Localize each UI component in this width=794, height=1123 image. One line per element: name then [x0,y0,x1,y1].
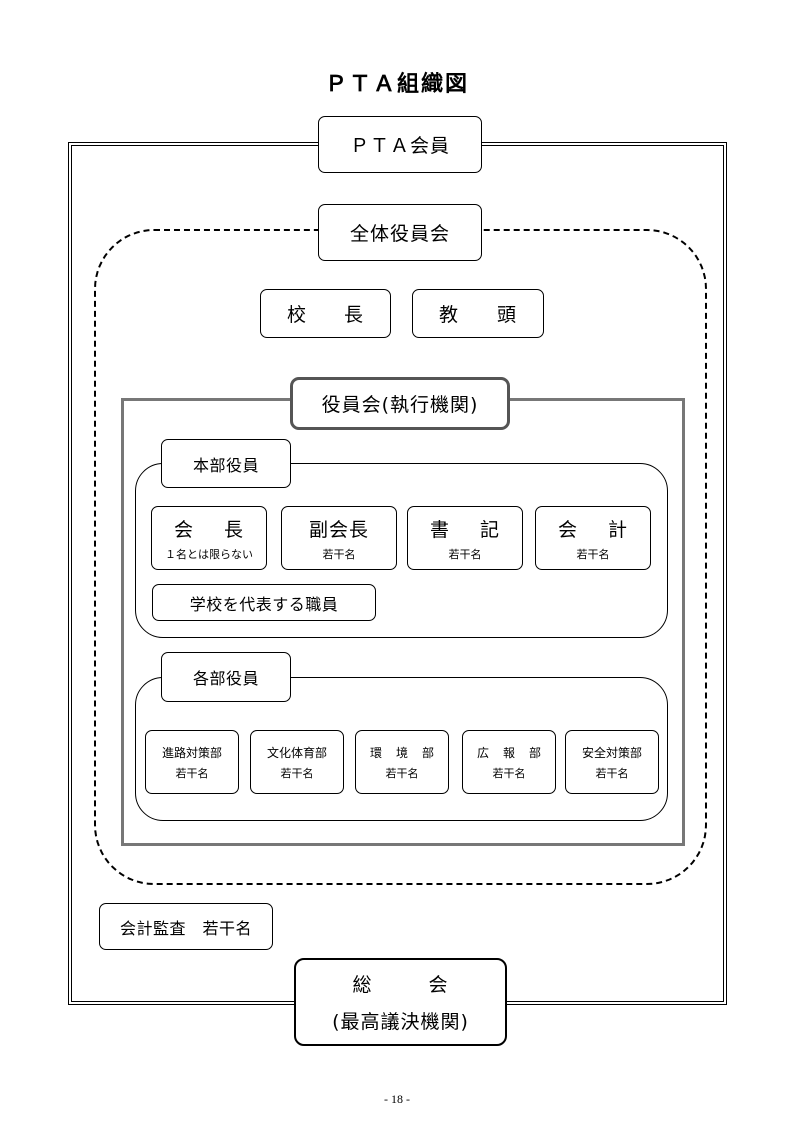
vice-principal-box: 教 頭 [412,289,544,338]
general-meeting-char-1: 総 [352,974,373,996]
dept-heading-label: 各部役員 [192,669,259,688]
dept-box-safety: 安全対策部 若干名 [565,730,659,794]
pr-note: 若干名 [492,766,526,780]
school-rep-label: 学校を代表する職員 [189,594,339,614]
principal-box: 校 長 [260,289,391,338]
pta-members-box: ＰＴＡ会員 [318,116,482,173]
auditor-label: 会計監査 若干名 [119,918,252,938]
role-box-treasurer: 会 計 若干名 [535,506,651,570]
executive-box: 役員会(執行機関) [290,377,510,430]
environment-char-1: 環 [369,745,382,760]
dept-heading-box: 各部役員 [161,652,291,702]
pr-char-3: 部 [529,745,542,760]
president-note: １名とは限らない [165,547,253,561]
hq-heading-label: 本部役員 [192,455,259,475]
dept-box-culture-sports: 文化体育部 若干名 [250,730,344,794]
all-officers-box: 全体役員会 [318,204,482,261]
school-rep-box: 学校を代表する職員 [152,584,376,621]
secretary-note: 若干名 [448,547,482,561]
dept-box-career: 進路対策部 若干名 [145,730,239,794]
auditor-box: 会計監査 若干名 [99,903,273,950]
role-box-secretary: 書 記 若干名 [407,506,523,570]
vice-principal-char-2: 頭 [496,304,517,326]
dept-group-frame [135,677,668,821]
vice-principal-char-1: 教 [439,304,460,326]
safety-note: 若干名 [595,766,629,780]
role-box-president: 会 長 １名とは限らない [151,506,267,570]
dept-box-public-relations: 広 報 部 若干名 [462,730,556,794]
president-char-1: 会 [173,518,194,541]
treasurer-note: 若干名 [576,547,610,561]
principal-char-2: 長 [343,304,364,326]
general-meeting-char-2: 会 [428,974,449,996]
role-box-vice-president: 副会長 若干名 [281,506,397,570]
environment-char-2: 境 [395,745,408,760]
all-officers-label: 全体役員会 [349,223,450,245]
pr-char-2: 報 [502,745,515,760]
executive-label: 役員会(執行機関) [321,394,479,416]
vice-president-note: 若干名 [322,547,356,561]
environment-note: 若干名 [385,766,419,780]
general-meeting-box: 総 会 (最高議決機関) [294,958,507,1046]
principal-char-1: 校 [287,304,308,326]
culture-sports-label: 文化体育部 [266,745,327,760]
environment-char-3: 部 [422,745,435,760]
dept-box-environment: 環 境 部 若干名 [355,730,449,794]
vice-president-label: 副会長 [308,518,369,541]
pta-members-label: ＰＴＡ会員 [349,135,450,157]
secretary-char-2: 記 [480,518,501,541]
page-number: - 18 - [384,1092,410,1106]
secretary-char-1: 書 [429,518,450,541]
treasurer-char-2: 計 [608,518,629,541]
hq-heading-box: 本部役員 [161,439,291,488]
hq-group-frame [135,463,668,638]
pr-char-1: 広 [476,745,489,760]
treasurer-char-1: 会 [557,518,578,541]
president-char-2: 長 [224,518,245,541]
career-note: 若干名 [175,766,209,780]
culture-sports-note: 若干名 [280,766,314,780]
career-label: 進路対策部 [161,745,222,760]
general-meeting-subtitle: (最高議決機関) [332,1011,469,1033]
page-title: ＰＴＡ組織図 [324,72,469,97]
safety-label: 安全対策部 [581,745,642,760]
